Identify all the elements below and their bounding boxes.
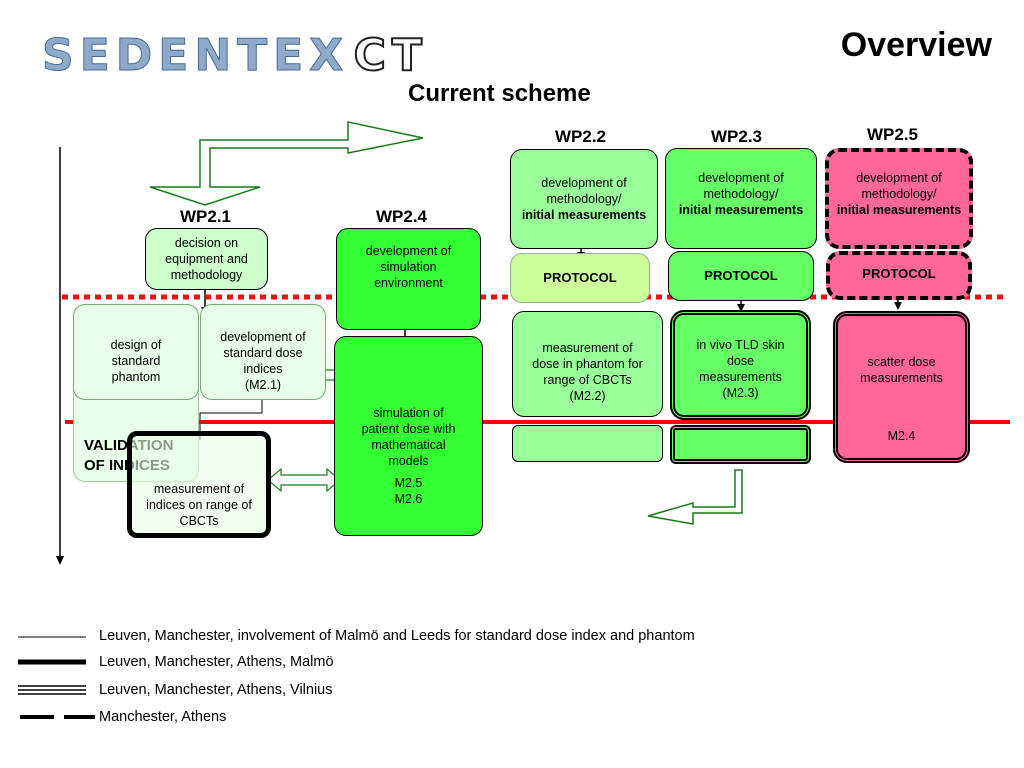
wp24-sim-text: simulation of patient dose with mathemat… <box>361 406 456 468</box>
wp21-devdose-code: (M2.1) <box>244 378 282 392</box>
wp23-protocol-box: PROTOCOL <box>668 251 814 301</box>
timeline-arrowhead <box>56 556 64 565</box>
wp22-dev-box: development of methodology/ initial meas… <box>510 149 658 249</box>
wp23-measure-box: in vivo TLD skin dose measurements (M2.3… <box>670 310 811 420</box>
arrow-wp25-protocol-to-measure <box>894 302 902 310</box>
page-title: Overview <box>840 26 992 64</box>
legend-double-line <box>18 685 86 695</box>
wp25-measure-box: scatter dose measurements M2.4 <box>833 311 970 463</box>
wp23-validation-box <box>670 425 811 464</box>
wp22-measure-box: measurement of dose in phantom for range… <box>512 311 663 417</box>
sedentex-logo: SEDENTEX CT <box>41 29 428 82</box>
legend-dashed-text: Manchester, Athens <box>99 709 227 725</box>
wp25-protocol-box: PROTOCOL <box>826 251 972 300</box>
wp22-dev-text: development of methodology/ <box>541 176 627 206</box>
wp21-devdose-box: development of standard dose indices (M2… <box>200 304 326 400</box>
wp24-label: WP2.4 <box>376 207 428 226</box>
wp22-label: WP2.2 <box>555 127 607 146</box>
wp21-measurement-box: measurement of indices on range of CBCTs <box>127 431 271 538</box>
wp25-dev-text: development of methodology/ <box>856 171 942 201</box>
wp23-dev-bold: initial measurements <box>678 203 804 217</box>
feedback-hollow-arrow-bottom <box>647 469 743 525</box>
wp24-sim-box: simulation of patient dose with mathemat… <box>334 336 483 536</box>
wp23-label: WP2.3 <box>711 127 763 146</box>
wp23-dev-box: development of methodology/ initial meas… <box>665 148 817 249</box>
wp24-code-m25: M2.5 <box>394 476 423 490</box>
wp22-protocol-text: PROTOCOL <box>543 270 617 285</box>
legend-heavy-text: Leuven, Manchester, Athens, Malmö <box>99 654 334 670</box>
wp21-devdose-text: development of standard dose indices <box>220 330 306 376</box>
legend-double-text: Leuven, Manchester, Athens, Vilnius <box>99 682 333 698</box>
wp25-code-m24: M2.4 <box>887 429 916 443</box>
wp25-protocol-text: PROTOCOL <box>862 266 936 281</box>
wp22-validation-box <box>512 425 663 462</box>
wp24-dev-text: development of simulation environment <box>365 244 452 290</box>
wp25-label: WP2.5 <box>867 125 919 144</box>
wp21-design-box: design of standard phantom <box>73 304 199 400</box>
logo-part-sedentex: SEDENTEX <box>41 30 350 82</box>
wp22-measure-text: measurement of dose in phantom for range… <box>532 341 643 403</box>
page-subtitle: Current scheme <box>408 80 591 107</box>
wp25-measure-text: scatter dose measurements <box>860 355 943 385</box>
wp23-measure-text: in vivo TLD skin dose measurements (M2.3… <box>696 338 785 400</box>
wp21-design-text: design of standard phantom <box>110 338 162 384</box>
wp24-dev-box: development of simulation environment <box>336 228 481 330</box>
logo-part-ct: CT <box>353 29 428 82</box>
feedback-hollow-arrow-top <box>149 121 424 206</box>
wp22-dev-bold: initial measurements <box>521 208 647 222</box>
wp24-code-m26: M2.6 <box>394 492 423 506</box>
wp23-protocol-text: PROTOCOL <box>704 268 778 283</box>
wp22-protocol-box: PROTOCOL <box>510 253 650 303</box>
wp21-decision-box: decision on equipment and methodology <box>145 228 268 290</box>
arrow-wp23-protocol-to-measure <box>737 304 745 312</box>
legend-thin-text: Leuven, Manchester, involvement of Malmö… <box>99 628 695 644</box>
wp25-dev-box: development of methodology/ initial meas… <box>825 148 973 249</box>
wp21-measurement-text: measurement of indices on range of CBCTs <box>146 482 252 528</box>
wp21-label: WP2.1 <box>180 207 232 226</box>
wp23-dev-text: development of methodology/ <box>698 171 784 201</box>
wp21-decision-text: decision on equipment and methodology <box>165 236 248 282</box>
bidirectional-arrow-measure-sim <box>267 467 341 493</box>
wp25-dev-bold: initial measurements <box>836 203 962 217</box>
